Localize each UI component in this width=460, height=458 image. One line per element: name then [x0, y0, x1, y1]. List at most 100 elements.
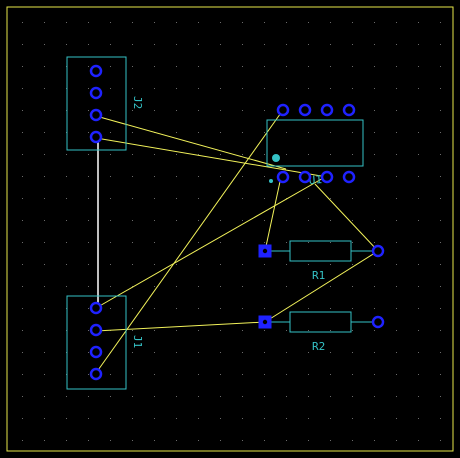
component-u1[interactable]: U1	[266, 103, 364, 187]
grid-dot	[308, 132, 309, 133]
grid-dot	[110, 154, 111, 155]
grid-dot	[418, 330, 419, 331]
pad-round-icon[interactable]	[89, 108, 103, 122]
grid-dot	[352, 22, 353, 23]
pad-round-icon[interactable]	[320, 170, 334, 184]
grid-dot	[110, 242, 111, 243]
component-j2[interactable]: J2	[66, 56, 144, 151]
grid-dot	[440, 198, 441, 199]
pad-round-icon[interactable]	[371, 244, 385, 258]
grid-dot	[176, 44, 177, 45]
grid-dot	[242, 88, 243, 89]
grid-dots	[22, 22, 441, 441]
grid-dot	[44, 132, 45, 133]
pad-round-icon[interactable]	[298, 103, 312, 117]
grid-dot	[22, 242, 23, 243]
pad-round-icon[interactable]	[89, 323, 103, 337]
grid-dot	[418, 418, 419, 419]
component-r2[interactable]: R2	[258, 311, 385, 353]
grid-dot	[22, 396, 23, 397]
grid-dot	[44, 374, 45, 375]
pad-round-icon[interactable]	[342, 170, 356, 184]
pad-round-icon[interactable]	[276, 103, 290, 117]
grid-dot	[176, 396, 177, 397]
grid-dot	[396, 352, 397, 353]
grid-dot	[220, 220, 221, 221]
grid-dot	[242, 154, 243, 155]
grid-dot	[286, 286, 287, 287]
pad-round-icon[interactable]	[371, 315, 385, 329]
grid-dot	[286, 264, 287, 265]
grid-dot	[330, 418, 331, 419]
grid-dot	[44, 44, 45, 45]
grid-dot	[22, 176, 23, 177]
grid-dot	[198, 418, 199, 419]
grid-dot	[176, 66, 177, 67]
j2-reference-label: J2	[131, 96, 144, 109]
grid-dot	[264, 352, 265, 353]
pad-round-icon[interactable]	[342, 103, 356, 117]
grid-dot	[264, 374, 265, 375]
grid-dot	[44, 154, 45, 155]
grid-dot	[198, 242, 199, 243]
grid-dot	[132, 286, 133, 287]
grid-dot	[198, 264, 199, 265]
pad-round-icon[interactable]	[276, 170, 290, 184]
u1-outline	[266, 119, 364, 167]
grid-dot	[66, 198, 67, 199]
grid-dot	[264, 330, 265, 331]
grid-dot	[154, 88, 155, 89]
grid-dot	[132, 418, 133, 419]
grid-dot	[396, 242, 397, 243]
grid-dot	[330, 374, 331, 375]
component-j1[interactable]: J1	[66, 295, 144, 390]
pad-round-icon[interactable]	[89, 301, 103, 315]
grid-dot	[154, 286, 155, 287]
grid-dot	[374, 396, 375, 397]
grid-dot	[198, 88, 199, 89]
grid-dot	[374, 176, 375, 177]
grid-dot	[132, 330, 133, 331]
grid-dot	[330, 198, 331, 199]
grid-dot	[396, 132, 397, 133]
pad-round-icon[interactable]	[89, 367, 103, 381]
grid-dot	[396, 308, 397, 309]
grid-dot	[352, 418, 353, 419]
grid-dot	[374, 110, 375, 111]
grid-dot	[44, 22, 45, 23]
grid-dot	[110, 286, 111, 287]
grid-dot	[308, 198, 309, 199]
pad-round-icon[interactable]	[89, 130, 103, 144]
grid-dot	[154, 22, 155, 23]
grid-dot	[308, 418, 309, 419]
grid-dot	[440, 154, 441, 155]
grid-dot	[374, 264, 375, 265]
grid-dot	[440, 264, 441, 265]
grid-dot	[264, 176, 265, 177]
grid-dot	[88, 22, 89, 23]
grid-dot	[220, 264, 221, 265]
pad-round-icon[interactable]	[89, 86, 103, 100]
pad-round-icon[interactable]	[320, 103, 334, 117]
grid-dot	[264, 440, 265, 441]
grid-dot	[220, 418, 221, 419]
component-r1[interactable]: R1	[258, 240, 385, 282]
grid-dot	[286, 330, 287, 331]
pad-round-icon[interactable]	[89, 345, 103, 359]
grid-dot	[198, 66, 199, 67]
grid-dot	[220, 396, 221, 397]
grid-dot	[88, 264, 89, 265]
grid-dot	[110, 110, 111, 111]
pad-round-icon[interactable]	[89, 64, 103, 78]
grid-dot	[374, 88, 375, 89]
grid-dot	[330, 22, 331, 23]
grid-dot	[154, 374, 155, 375]
grid-dot	[374, 198, 375, 199]
pad-round-icon[interactable]	[298, 170, 312, 184]
grid-dot	[418, 198, 419, 199]
pin1-marker	[272, 154, 280, 162]
ratsnest-line	[95, 176, 326, 309]
grid-dot	[440, 242, 441, 243]
grid-dot	[418, 66, 419, 67]
